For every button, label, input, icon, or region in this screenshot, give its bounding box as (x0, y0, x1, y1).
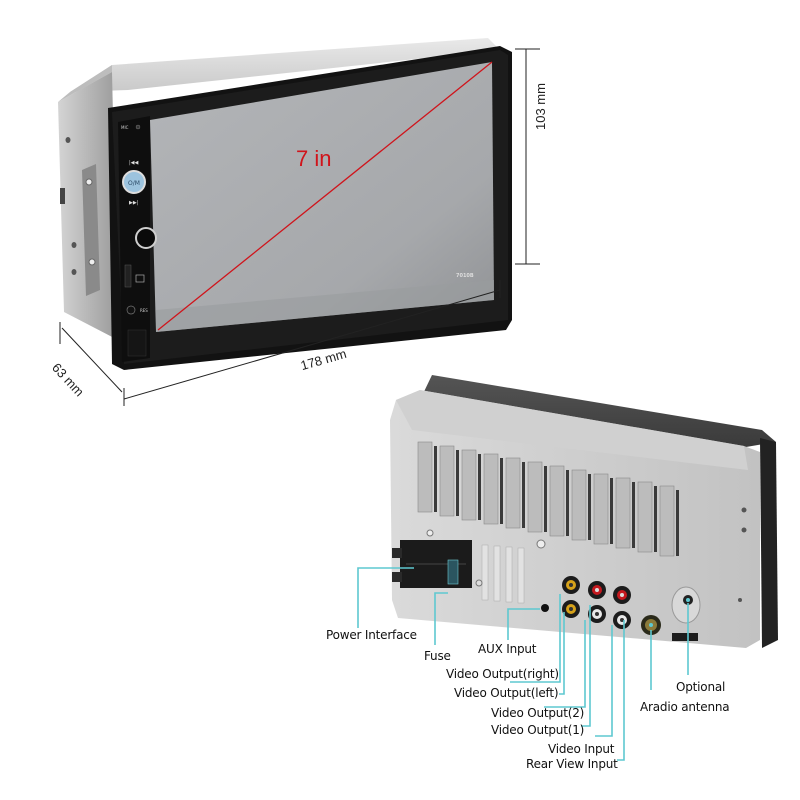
callout-fuse: Fuse (424, 649, 451, 663)
chassis-side (58, 65, 118, 340)
svg-text:O/M: O/M (128, 180, 140, 187)
callout-video-input: Video Input (548, 742, 615, 756)
screen-size-label: 7 in (296, 146, 332, 171)
callout-video-output-1: Video Output(1) (491, 723, 585, 737)
optional-port (671, 586, 701, 641)
chassis-top (70, 38, 500, 92)
height-value: 103 mm (533, 83, 548, 130)
rear-unit (390, 375, 778, 648)
svg-text:|◀◀: |◀◀ (129, 160, 139, 166)
callout-video-output-2: Video Output(2) (491, 706, 585, 720)
power-connector (392, 540, 483, 588)
callout-rear-view-input: Rear View Input (526, 757, 618, 771)
callout-power-interface: Power Interface (326, 628, 417, 642)
callout-optional: Optional (676, 680, 726, 694)
svg-text:▶▶|: ▶▶| (129, 200, 139, 206)
callout-video-output-right: Video Output(right) (446, 667, 559, 681)
leader-lines (357, 567, 689, 761)
callout-video-output-left: Video Output(left) (454, 686, 559, 700)
svg-text:RES: RES (140, 308, 148, 313)
dimension-lines (59, 48, 540, 406)
callout-aradio-antenna: Aradio antenna (640, 700, 730, 714)
cooling-fins (417, 441, 675, 557)
svg-text:MIC: MIC (121, 125, 129, 130)
control-buttons: MIC |◀◀ O/M ▶▶| RES (121, 124, 157, 357)
callout-aux-input: AUX Input (478, 642, 537, 656)
diagonal-line (157, 61, 493, 331)
height-dimension-label: 103 mm (533, 83, 548, 130)
model-label: 7010B (456, 273, 474, 279)
antenna-port (641, 615, 661, 635)
